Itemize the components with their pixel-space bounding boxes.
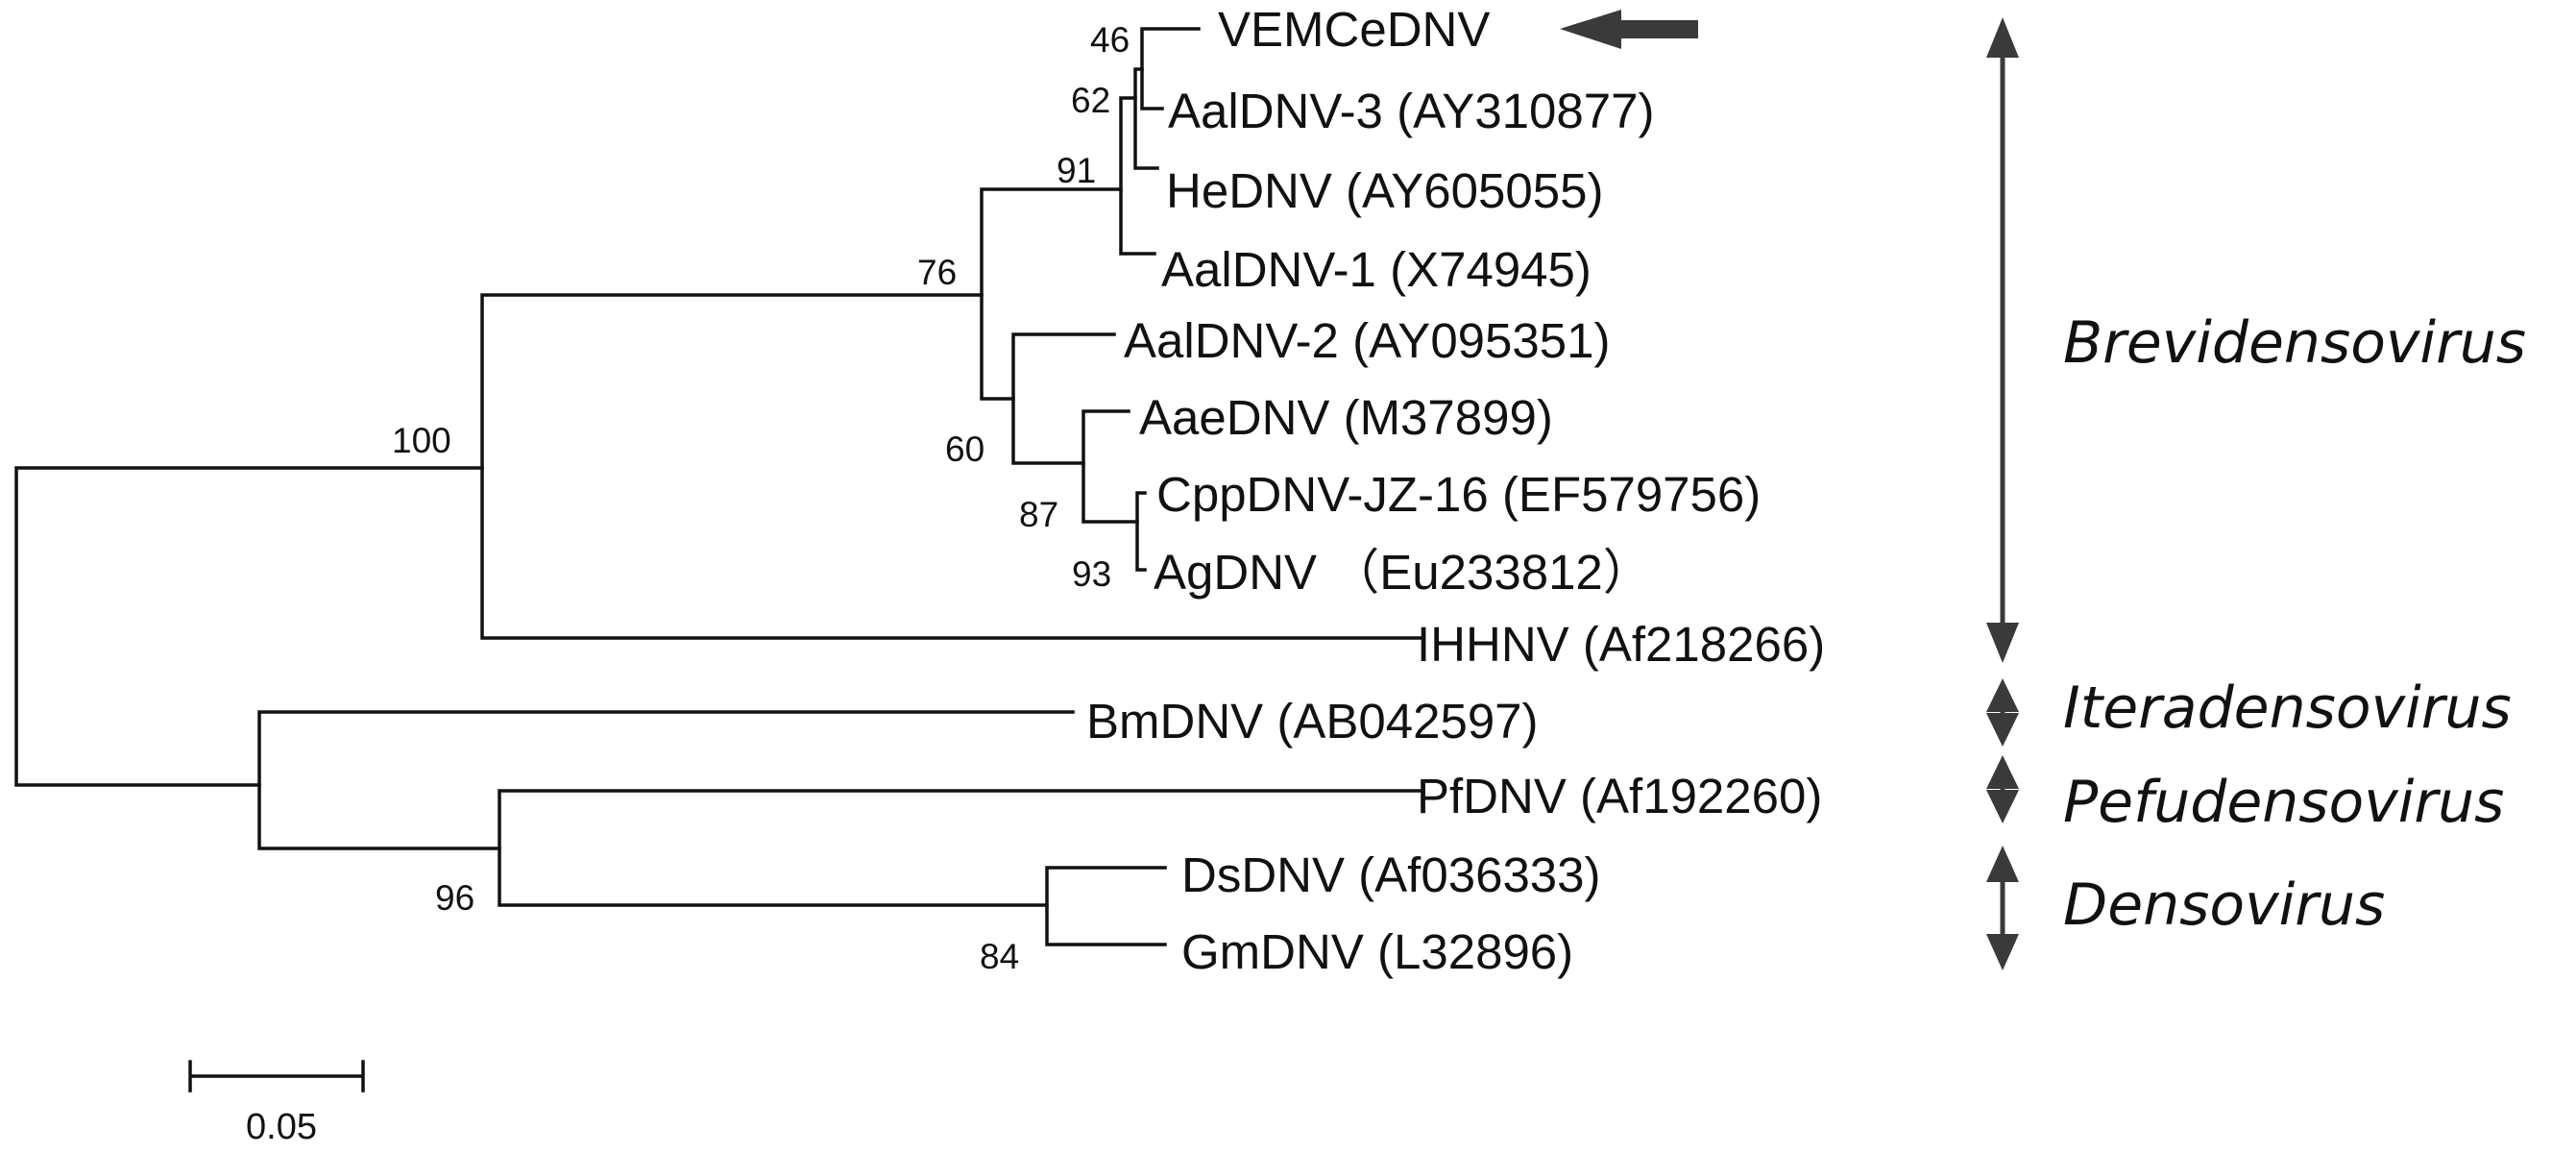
genus-brackets <box>1986 17 2019 970</box>
branch-node-96 <box>498 789 1425 907</box>
branch-node-84 <box>1045 866 1167 946</box>
bootstrap-46: 46 <box>1090 20 1130 60</box>
tip-label-pfdnv: PfDNV (Af192260) <box>1417 769 1822 823</box>
branch-node-basal <box>257 710 1075 850</box>
tip-label-bmdnv: BmDNV (AB042597) <box>1086 694 1539 749</box>
pefudensovirus-range-arrow <box>1986 755 2019 823</box>
genus-label-brevidensovirus: Brevidensovirus <box>2063 309 2526 377</box>
branch-node-93 <box>1135 491 1147 572</box>
densovirus-range-arrow <box>1986 846 2019 970</box>
genus-label-iteradensovirus: Iteradensovirus <box>2063 675 2512 742</box>
bootstrap-labels: 46 62 91 76 60 87 93 100 96 84 <box>392 20 1130 976</box>
bootstrap-100: 100 <box>392 421 451 460</box>
scale-bar-line <box>188 1060 365 1093</box>
tip-label-aaldnv1: AalDNV-1 (X74945) <box>1161 242 1592 297</box>
brevidensovirus-range-arrow <box>1986 17 2019 663</box>
branch-node-76 <box>980 187 1123 401</box>
bootstrap-60: 60 <box>945 430 984 469</box>
tip-label-vemcednv: VEMCeDNV <box>1218 2 1490 57</box>
branch-node-62 <box>1133 67 1159 170</box>
tip-labels: VEMCeDNV AalDNV-3 (AY310877) HeDNV (AY60… <box>1086 2 1825 979</box>
root-branch <box>14 466 484 787</box>
tip-label-ihhnv: IHHNV (Af218266) <box>1417 617 1825 672</box>
tip-label-cppdnv: CppDNV-JZ-16 (EF579756) <box>1156 467 1761 522</box>
tip-label-aaldnv2: AalDNV-2 (AY095351) <box>1124 313 1611 368</box>
genus-labels: Brevidensovirus Iteradensovirus Pefudens… <box>2063 309 2526 939</box>
tip-label-gmdnv: GmDNV (L32896) <box>1181 924 1573 979</box>
genus-label-pefudensovirus: Pefudensovirus <box>2063 769 2504 836</box>
tip-label-hednv: HeDNV (AY605055) <box>1166 163 1603 218</box>
branch-node-87 <box>1081 409 1139 524</box>
scale-bar: 0.05 <box>188 1060 365 1147</box>
bootstrap-62: 62 <box>1071 81 1110 120</box>
bootstrap-91: 91 <box>1057 151 1096 190</box>
branch-node-91 <box>1119 96 1156 256</box>
branch-node-100 <box>480 293 1425 640</box>
tip-label-aaednv: AaeDNV (M37899) <box>1139 390 1553 445</box>
genus-label-densovirus: Densovirus <box>2063 872 2385 939</box>
tip-label-agdnv: AgDNV （Eu233812） <box>1154 545 1652 600</box>
bootstrap-93: 93 <box>1072 554 1111 594</box>
tip-label-aaldnv3: AalDNV-3 (AY310877) <box>1168 84 1655 138</box>
branch-node-60 <box>1011 332 1116 465</box>
tip-label-dsdnv: DsDNV (Af036333) <box>1181 847 1601 902</box>
tree-branches <box>14 27 1425 946</box>
bootstrap-76: 76 <box>917 253 957 292</box>
bootstrap-84: 84 <box>980 937 1019 976</box>
highlight-arrow <box>1560 10 1698 49</box>
iteradensovirus-range-arrow <box>1986 678 2019 747</box>
bootstrap-87: 87 <box>1019 495 1058 534</box>
scale-bar-label: 0.05 <box>246 1107 317 1147</box>
branch-node-46 <box>1140 27 1201 110</box>
bootstrap-96: 96 <box>435 878 474 918</box>
